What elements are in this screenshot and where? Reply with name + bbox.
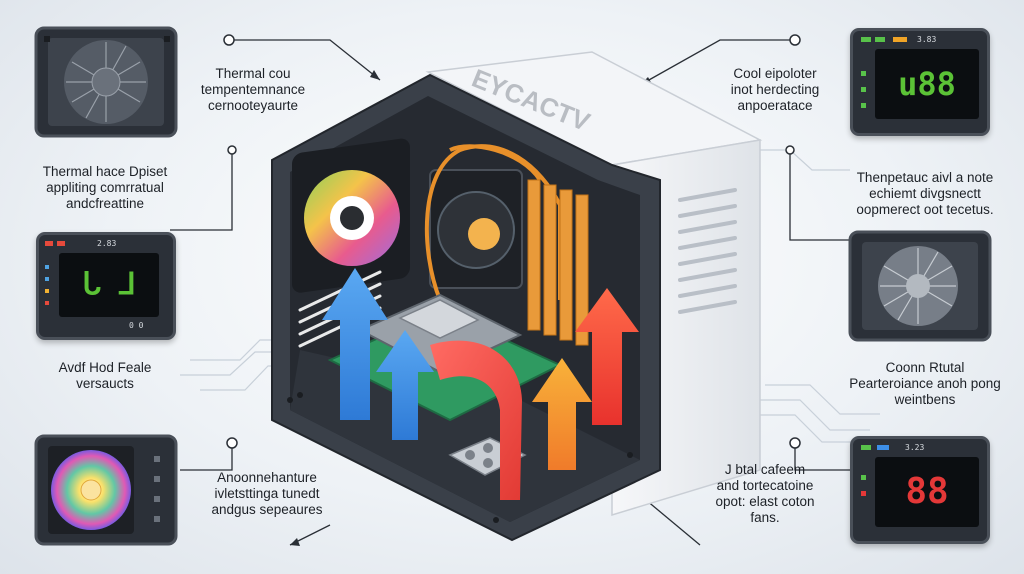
heatsink-fins [527,179,589,346]
monitor-screen: ᒐ ⅃ [59,253,159,317]
monitor-screen: u88 [875,49,979,119]
status-led-green [861,445,871,450]
case-floor [290,350,640,522]
heatpipes [424,144,562,301]
fan-panel-bottom-left [34,434,178,546]
callout-dots [223,34,801,449]
airflow-arrow-red-right [575,288,639,425]
caption-mid-right: Thenpetauc aivl a note echiemt divgsnect… [856,170,994,217]
caption-bottom-right: J btal cafeem and tortecatoine opot: ela… [715,462,815,525]
monitor-top-readout: 2.83 [97,239,117,248]
caption-low-right: Coonn Rtutal Pearteroiance anoh pong wei… [849,360,1001,407]
status-led-red [57,241,65,246]
caption-low-left: Avdf Hod Feale versaucts [58,360,152,391]
temperature-readout: u88 [898,65,956,103]
status-led-red [45,241,53,246]
side-vent-slots [678,188,737,314]
temp-monitor-left: 2.83 ᒐ ⅃ 0 0 [36,232,176,340]
status-led-green [861,37,871,42]
monitor-screen: 88 [875,457,979,527]
monitor-top-readout: 3.83 [917,35,937,44]
airflow-arrow-blue-left [322,268,388,420]
circuit-traces [180,149,880,443]
cpu-chip [398,299,480,339]
caption-bottom-left: Anoonnehanture ivletsttinga tunedt andgu… [211,470,323,517]
temperature-readout: 88 [905,471,949,512]
monitor-sub-readout: 0 0 [129,321,144,330]
airflow-arrow-blue-center [376,330,434,440]
temp-monitor-top-right: 3.83 u88 [850,28,990,136]
status-led-orange [893,37,907,42]
caption-top-right: Cool eipoloter inot herdecting anpoerata… [730,66,820,113]
temp-monitor-bottom-right: 3.23 88 [850,436,990,544]
airflow-arrows [322,268,639,500]
fan-panel-top-left [34,26,178,138]
airflow-ribbon-red [430,340,522,500]
airflow-arrow-yellow [532,358,592,470]
caption-top-left: Thermal cou tempentemnance cernooteyaurt… [200,66,306,113]
status-led-blue [877,445,889,450]
fan-panel-mid-right [848,230,992,342]
monitor-top-readout: 3.23 [905,443,925,452]
status-led-green [875,37,885,42]
temperature-readout: ᒐ ⅃ [82,267,136,302]
cooler-fan-hub [468,218,500,250]
caption-mid-left: Thermal hace Dpiset appliting comrratual… [42,164,168,211]
